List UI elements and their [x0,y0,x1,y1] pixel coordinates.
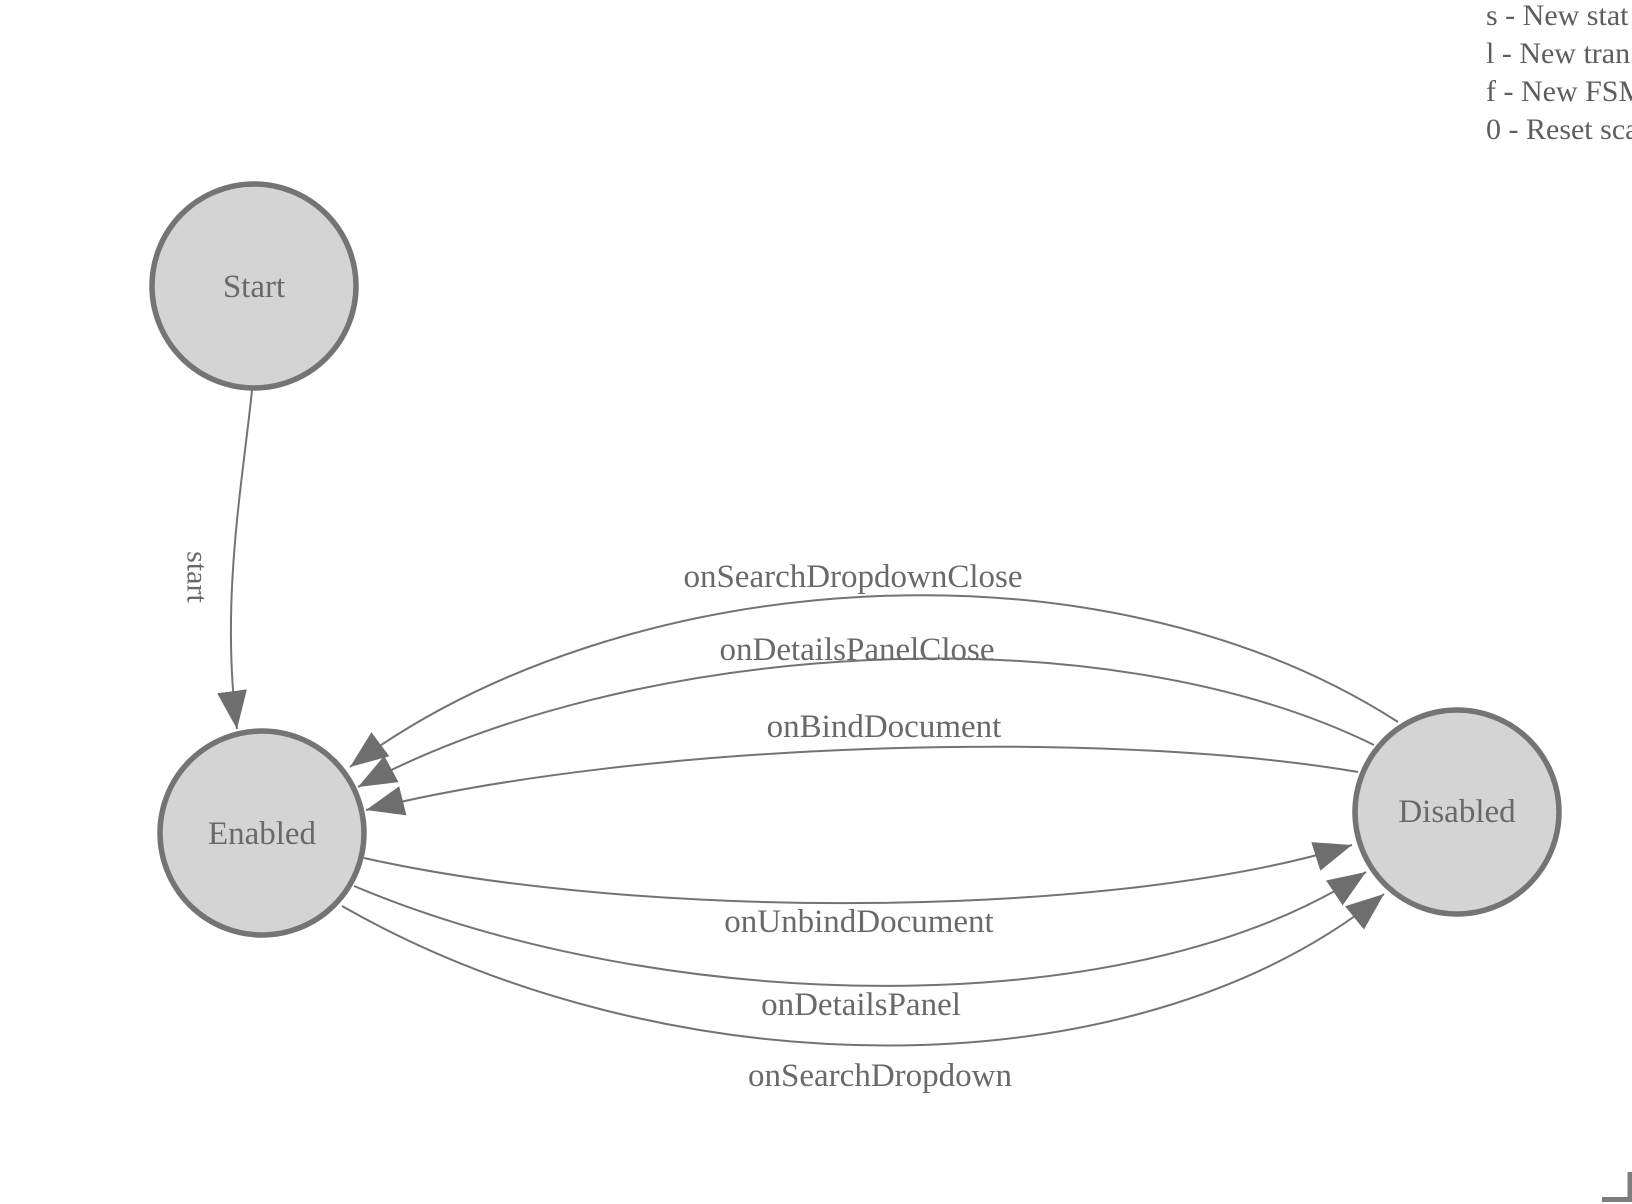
node-start-circle[interactable] [149,181,359,391]
edge-on-details-panel-close[interactable] [357,657,1375,788]
node-start[interactable]: Start [149,181,359,391]
edge-on-details-panel-label: onDetailsPanel [761,987,961,1023]
hotkey-legend: s - New stat l - New tran f - New FSM 0 … [1486,0,1632,149]
node-disabled-circle[interactable] [1352,707,1562,917]
edge-on-search-dropdown-close-label: onSearchDropdownClose [683,559,1022,595]
canvas-frame-corner [1602,1172,1632,1202]
node-disabled[interactable]: Disabled [1352,707,1562,917]
edge-on-search-dropdown-close[interactable] [349,594,1399,768]
legend-line: f - New FSM [1486,75,1632,108]
node-disabled-label: Disabled [1398,794,1516,830]
edge-on-details-panel-close-label: onDetailsPanelClose [720,632,995,668]
edge-start-label: start [181,551,214,603]
edge-on-search-dropdown[interactable] [341,893,1385,1047]
node-enabled-label: Enabled [208,816,317,852]
edge-start[interactable] [217,389,253,730]
node-enabled[interactable]: Enabled [157,728,367,938]
edge-on-bind-document[interactable] [365,745,1359,816]
edge-on-unbind-document[interactable] [363,842,1353,905]
legend-line: s - New stat [1486,0,1629,32]
edge-on-unbind-document-label: onUnbindDocument [724,904,993,940]
edge-on-bind-document-label: onBindDocument [767,709,1002,745]
legend-line: 0 - Reset sca [1486,113,1632,146]
node-enabled-circle[interactable] [157,728,367,938]
edge-on-details-panel[interactable] [353,871,1367,987]
legend-line: l - New tran [1486,37,1631,70]
node-start-label: Start [223,269,285,305]
edge-on-search-dropdown-label: onSearchDropdown [748,1058,1012,1094]
